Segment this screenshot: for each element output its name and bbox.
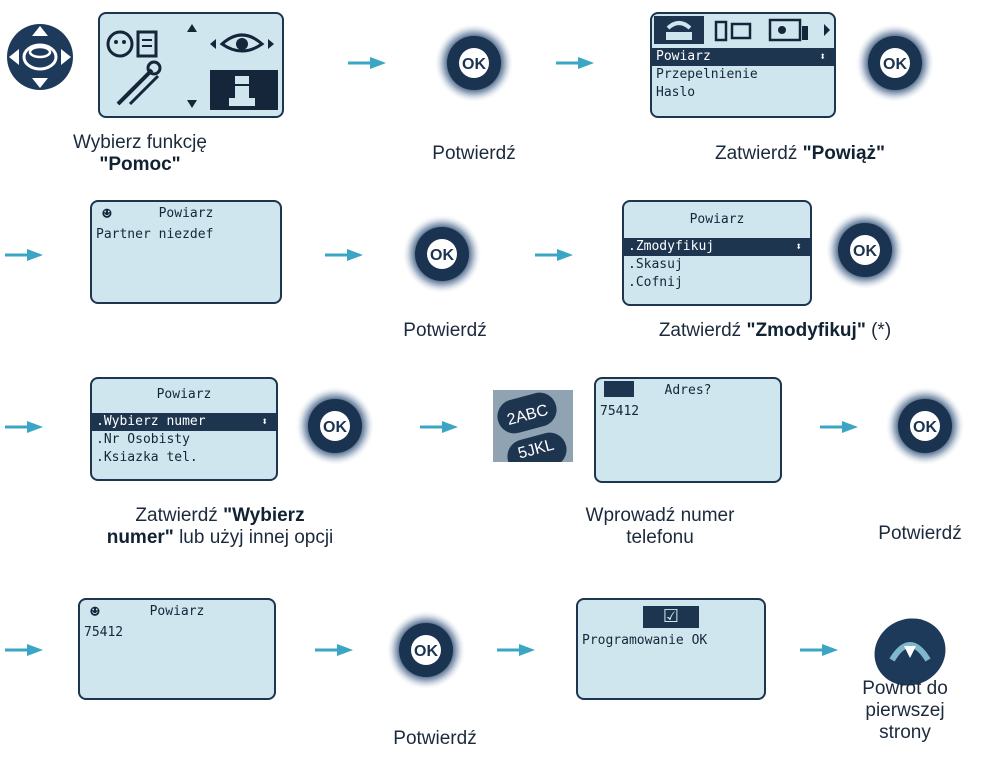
person-icon: ☻	[90, 602, 100, 621]
caption-confirm-link: Zatwierdź "Powiąż"	[714, 143, 886, 164]
arrow-icon	[348, 55, 388, 71]
keypad-image: 2ABC 5JKL	[493, 390, 573, 462]
person-icon: ☻	[102, 204, 112, 223]
updown-icon: ⬍	[819, 50, 826, 63]
caption-confirm-modify: Zatwierdź "Zmodyfikuj" (*)	[658, 320, 892, 341]
caption-confirm: Potwierdź	[432, 143, 516, 164]
menu-item[interactable]: .Skasuj	[628, 257, 683, 272]
screen-title: Powiarz	[156, 387, 212, 402]
screen-line: 75412	[84, 625, 124, 640]
arrow-icon	[5, 419, 45, 435]
menu-item[interactable]: .Ksiazka tel.	[96, 450, 198, 465]
menu-item[interactable]: Haslo	[656, 85, 696, 100]
arrow-icon	[800, 642, 840, 658]
scroll-down-icon	[187, 100, 197, 108]
menu-item-selected[interactable]: .Wybierz numer ⬍	[92, 413, 276, 431]
arrow-icon	[556, 55, 596, 71]
menu-item[interactable]: .Nr Osobisty	[96, 432, 190, 447]
arrow-icon	[315, 642, 355, 658]
menu-item-selected[interactable]: Powiarz ⬍	[652, 48, 834, 66]
keypad-key[interactable]: 2ABC	[493, 390, 561, 438]
partner-screen: ☻ Powiarz Partner niezdef	[90, 200, 282, 304]
phone-icon	[666, 21, 692, 40]
function-icons	[106, 24, 278, 110]
screen-title: Powiarz	[689, 212, 745, 227]
eye-icon	[210, 33, 274, 53]
settings-tab-icon	[768, 18, 808, 42]
check-icon: ☑	[643, 606, 699, 628]
ok-button[interactable]	[855, 23, 935, 103]
caption-enter-number: Wprowadź numer telefonu	[585, 505, 735, 548]
phone-edit-icon	[604, 381, 634, 397]
arrow-icon	[5, 247, 45, 263]
keypad-key[interactable]: 5JKL	[503, 428, 571, 462]
menu-item[interactable]: .Cofnij	[628, 275, 683, 290]
arrow-icon	[5, 642, 45, 658]
screen-title: ☻ Powiarz	[80, 600, 274, 624]
tab-right-icon	[824, 24, 830, 36]
arrow-icon	[820, 419, 860, 435]
screen-line: Partner niezdef	[96, 227, 214, 242]
caption-confirm: Potwierdź	[878, 523, 962, 544]
updown-icon: ⬍	[261, 415, 268, 428]
number-menu-screen: Powiarz .Wybierz numer ⬍ .Nr Osobisty .K…	[90, 377, 278, 481]
updown-icon: ⬍	[795, 240, 802, 253]
caption-confirm: Potwierdź	[403, 320, 487, 341]
programming-ok-screen: ☑ Programowanie OK	[576, 598, 766, 700]
navigator-icon	[7, 24, 73, 90]
ok-button[interactable]	[885, 386, 965, 466]
ok-button[interactable]	[825, 210, 905, 290]
info-icon	[210, 70, 278, 110]
modify-menu-screen: Powiarz .Zmodyfikuj ⬍ .Skasuj .Cofnij	[622, 200, 812, 306]
screen-line: Programowanie OK	[582, 633, 708, 648]
arrow-icon	[535, 247, 575, 263]
ok-button[interactable]	[434, 23, 514, 103]
hangup-button[interactable]	[870, 612, 950, 692]
arrow-icon	[420, 419, 460, 435]
caption-back-home: Powrót do pierwszej strony	[862, 678, 948, 743]
handset-pair-icon	[714, 20, 752, 42]
partner-number-screen: ☻ Powiarz 75412	[78, 598, 276, 700]
caption-confirm: Potwierdź	[393, 728, 477, 749]
face-icon	[106, 30, 134, 58]
ok-button[interactable]	[402, 214, 482, 294]
screen-title: ☻ Powiarz	[92, 202, 280, 226]
caption-select-help: Wybierz funkcję "Pomoc"	[73, 132, 207, 175]
arrow-icon	[497, 642, 537, 658]
ok-button[interactable]	[386, 610, 466, 690]
function-icons-screen	[98, 12, 284, 118]
menu-screen: Powiarz ⬍ Przepelnienie Haslo	[650, 12, 836, 118]
menu-tab-icons	[654, 16, 830, 44]
caption-select-number: Zatwierdź "Wybierz numer" lub użyj innej…	[106, 505, 334, 548]
ok-button[interactable]	[295, 386, 375, 466]
notepad-icon	[136, 30, 158, 58]
menu-item[interactable]: Przepelnienie	[656, 67, 758, 82]
arrow-icon	[325, 247, 365, 263]
scroll-up-icon	[187, 24, 197, 32]
tools-icon	[116, 60, 162, 106]
screen-line: 75412	[600, 404, 640, 419]
menu-item-selected[interactable]: .Zmodyfikuj ⬍	[624, 238, 810, 256]
address-screen: Adres? 75412	[594, 377, 782, 483]
screen-title: Adres?	[596, 379, 780, 403]
